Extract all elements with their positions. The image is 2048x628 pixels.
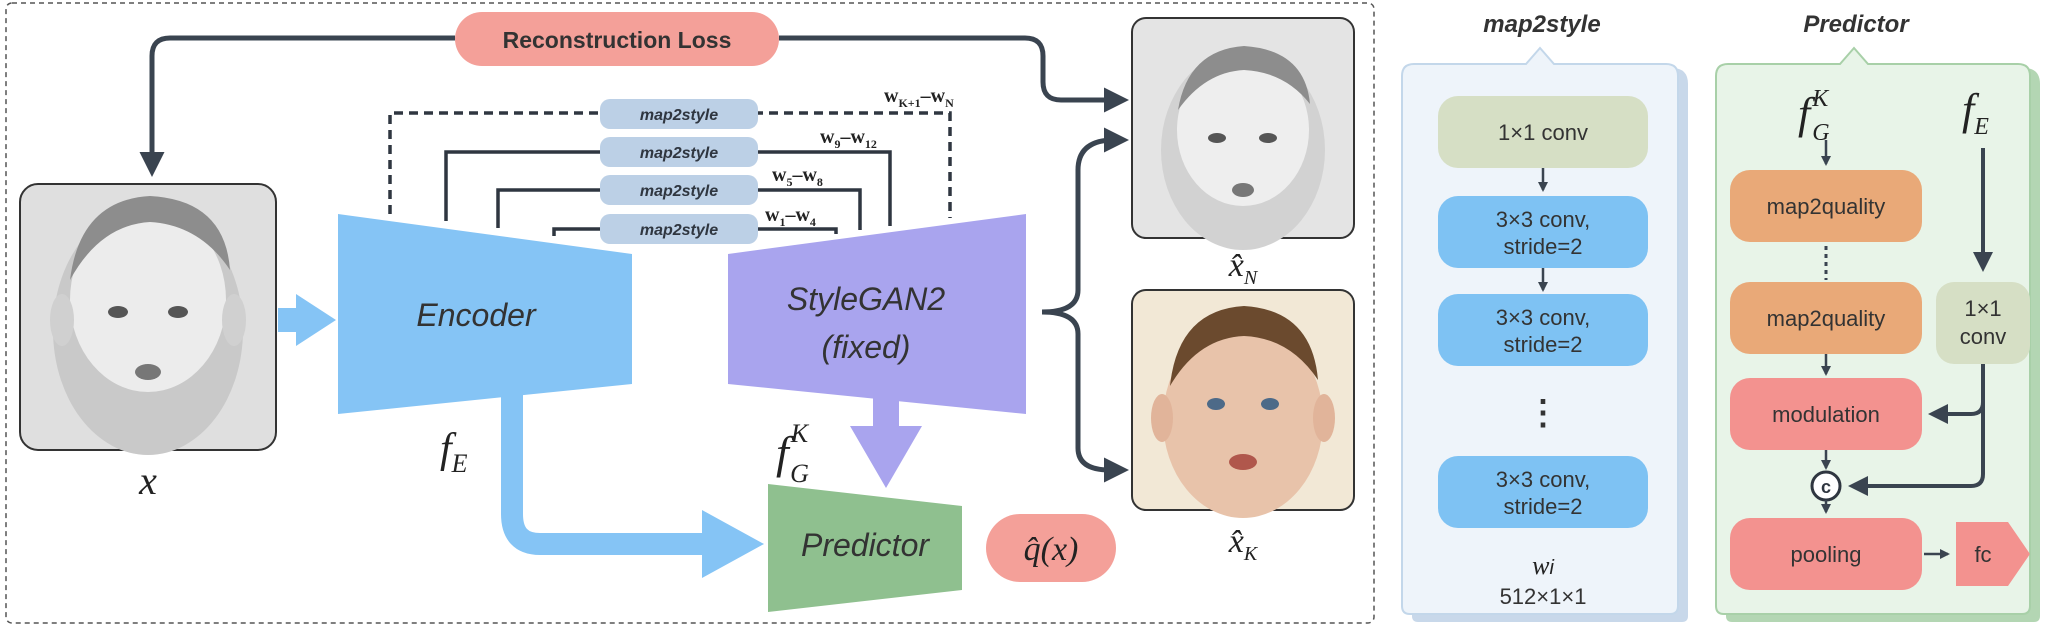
main-diagram-frame <box>5 2 1375 624</box>
conv3x3-label: 3×3 conv, <box>1496 467 1590 492</box>
loss-to-input-arrow <box>139 35 455 177</box>
conv3x3-block <box>1438 294 1648 366</box>
encoder-label: Encoder <box>416 297 537 333</box>
conv1x1-label: 1×1 conv <box>1498 120 1588 145</box>
w-output-label: wi <box>1532 551 1554 580</box>
quality-score-output: q̂(x) <box>986 514 1116 582</box>
conv3x3-label: 3×3 conv, <box>1496 305 1590 330</box>
output-top-label: x̂N <box>1228 247 1259 289</box>
map2style-chip: map2style <box>600 137 758 167</box>
w-range-label: w5–w8 <box>772 164 823 189</box>
generator-to-outputs-brace <box>1041 127 1129 483</box>
input-image <box>19 183 277 455</box>
modulation-block <box>1730 378 1922 450</box>
predictor-label: Predictor <box>801 527 930 563</box>
input-image-label: x <box>138 458 157 503</box>
predictor-block: Predictor <box>768 484 962 612</box>
output-image-bottom <box>1131 289 1355 518</box>
map2style-chip: map2style <box>600 99 758 129</box>
modulation-label: modulation <box>1772 402 1880 427</box>
w-range-label: w9–w12 <box>820 126 877 151</box>
map2style-chip-label: map2style <box>640 145 718 162</box>
fc-block <box>1956 522 2030 586</box>
w-range-label: w1–w4 <box>765 204 816 229</box>
w-range-label: wK+1–wN <box>884 85 954 110</box>
encoder-to-predictor-arrow <box>501 394 764 578</box>
output-bottom-label: x̂K <box>1228 523 1259 565</box>
map2style-chip-label: map2style <box>640 107 718 124</box>
stride-label: stride=2 <box>1504 494 1583 519</box>
map2style-panel-title: map2style <box>1483 11 1600 38</box>
map2style-chip-label: map2style <box>640 183 718 200</box>
predictor-panel-title: Predictor <box>1803 11 1910 38</box>
reconstruction-loss: Reconstruction Loss <box>455 12 779 66</box>
stride-label: stride=2 <box>1504 332 1583 357</box>
conv1x1-side-line1: 1×1 <box>1964 296 2001 321</box>
stylegan2-block: StyleGAN2 (fixed) <box>728 214 1026 414</box>
map2quality-label: map2quality <box>1767 306 1886 331</box>
ellipsis: ⋮ <box>1526 394 1560 432</box>
conv3x3-label: 3×3 conv, <box>1496 207 1590 232</box>
input-to-encoder-arrow <box>278 294 336 346</box>
fc-label: fc <box>1974 542 1991 567</box>
map2quality-label: map2quality <box>1767 194 1886 219</box>
conv1x1-block <box>1438 96 1648 168</box>
map2style-chip: map2style <box>600 175 758 205</box>
conv1x1-side-block <box>1936 282 2030 364</box>
pooling-block <box>1730 518 1922 590</box>
concat-symbol: c <box>1821 477 1831 497</box>
stylegan2-fixed-label: (fixed) <box>822 329 911 365</box>
stylegan-to-predictor-arrow <box>850 396 922 488</box>
conv3x3-block <box>1438 196 1648 268</box>
w-output-shape: 512×1×1 <box>1500 584 1587 609</box>
stylegan2-label: StyleGAN2 <box>787 281 945 317</box>
conv1x1-side-line2: conv <box>1960 324 2006 349</box>
map2style-chip-label: map2style <box>640 222 718 239</box>
map2quality-block <box>1730 282 1922 354</box>
map2quality-block <box>1730 170 1922 242</box>
stride-label: stride=2 <box>1504 234 1583 259</box>
loss-to-output-arrow <box>779 35 1129 113</box>
quality-score-label: q̂(x) <box>1024 531 1079 568</box>
encoder-block: Encoder <box>338 214 632 414</box>
reconstruction-loss-label: Reconstruction Loss <box>503 27 732 53</box>
map2style-chip: map2style <box>600 214 758 244</box>
map2style-panel: map2style 1×1 conv 3×3 conv, stride=2 3×… <box>1401 11 1688 622</box>
output-image-top <box>1131 17 1355 250</box>
encoder-feature-label: fE <box>440 426 468 478</box>
conv3x3-block <box>1438 456 1648 528</box>
conv-to-concat-arrow <box>1848 402 1985 496</box>
pooling-label: pooling <box>1791 542 1862 567</box>
